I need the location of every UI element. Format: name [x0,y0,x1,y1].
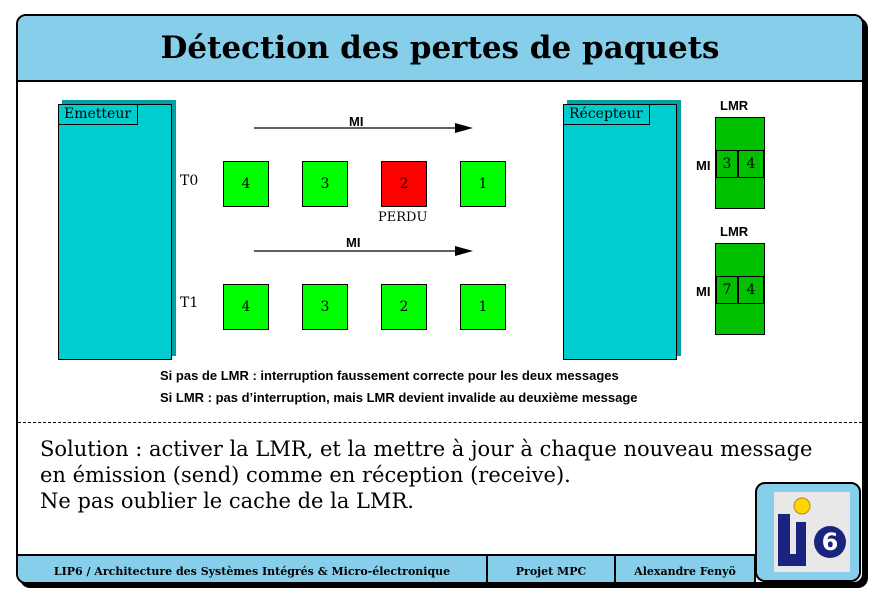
row-label-t0: T0 [180,173,199,189]
note-lmr: Si LMR : pas d’interruption, mais LMR de… [160,390,638,405]
arrows-layer [254,123,473,256]
lip6-logo-panel: 6 [774,492,850,572]
lmr-table-2: 7 4 [715,243,765,335]
arrow-t1 [254,246,473,256]
lmr-1-mi-label: MI [696,158,711,173]
emetteur-label: Emetteur [59,105,139,125]
svg-text:6: 6 [822,528,839,556]
footer-left: LIP6 / Architecture des Systèmes Intégré… [18,556,488,582]
arrow-t0 [254,123,473,133]
lip6-logo: 6 [755,482,861,582]
packet-t1-4: 4 [223,284,269,330]
lmr-title-1: LMR [720,98,749,113]
packet-t1-3: 3 [302,284,348,330]
footer-bar: LIP6 / Architecture des Systèmes Intégré… [18,554,756,582]
lmr-title-2: LMR [720,224,749,239]
lip6-logo-graphic: 6 [778,497,846,566]
lmr-2-cell-a: 7 [716,276,738,304]
packet-t0-4: 4 [223,161,269,207]
packet-t0-1: 1 [460,161,506,207]
lmr-2-mi-label: MI [696,284,711,299]
emetteur-block: Emetteur [58,104,172,360]
solution-line-1: Solution : activer la LMR, et la mettre … [40,437,813,461]
row-label-t1: T1 [180,295,199,311]
note-no-lmr: Si pas de LMR : interruption faussement … [160,368,619,383]
mi-label-t0: MI [349,114,364,129]
slide-frame: Détection des pertes de paquets Emetteur… [16,14,864,584]
recepteur-block: Récepteur [563,104,677,360]
solution-line-3: Ne pas oublier le cache de la LMR. [40,489,414,513]
perdu-label: PERDU [378,210,428,225]
packet-t1-2: 2 [381,284,427,330]
slide-title: Détection des pertes de paquets [18,16,862,82]
packet-t1-1: 1 [460,284,506,330]
solution-text: Solution : activer la LMR, et la mettre … [40,436,812,514]
packet-t0-2-lost: 2 [381,161,427,207]
lmr-1-cell-b: 4 [738,150,764,178]
recepteur-label: Récepteur [564,105,650,125]
lmr-2-cell-b: 4 [738,276,764,304]
lmr-table-1: 3 4 [715,117,765,209]
packet-t0-3: 3 [302,161,348,207]
solution-line-2: en émission (send) comme en réception (r… [40,463,571,487]
footer-right: Alexandre Fenyö [616,556,756,582]
mi-label-t1: MI [346,235,361,250]
lmr-1-cell-a: 3 [716,150,738,178]
separator-line [18,422,862,423]
footer-middle: Projet MPC [488,556,616,582]
